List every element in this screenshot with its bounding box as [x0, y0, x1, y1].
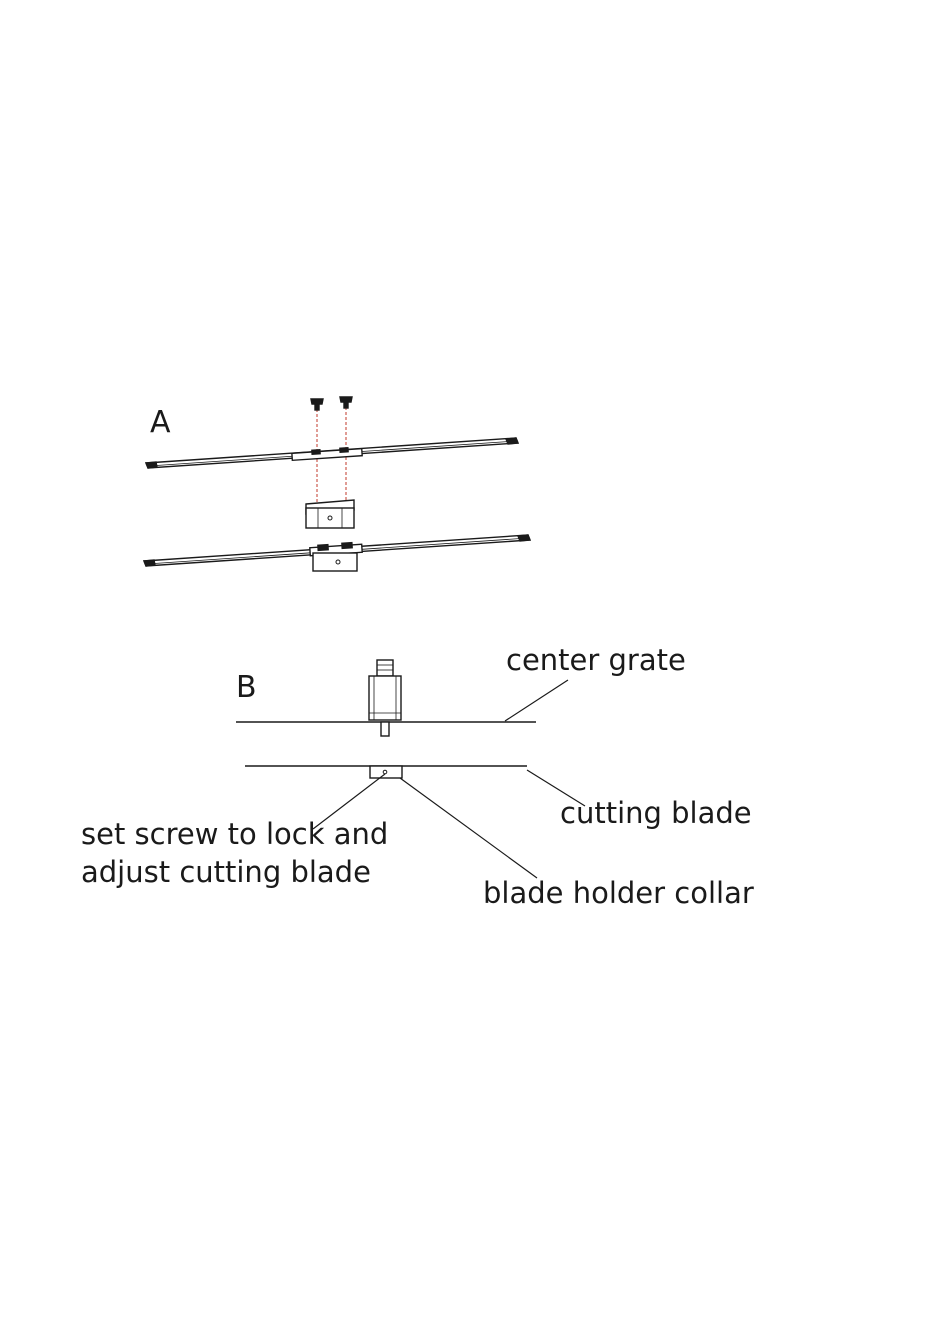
center-grate-label: center grate	[506, 645, 686, 677]
leader-center-grate	[505, 680, 568, 721]
figure-a-drawing	[144, 397, 530, 571]
set-screw-label-line2: adjust cutting blade	[81, 857, 371, 889]
figure-b-label: B	[236, 671, 257, 704]
collar-block	[306, 500, 354, 528]
leader-blade-holder-collar	[400, 778, 537, 878]
motor-icon	[369, 660, 401, 736]
figure-a-label: A	[150, 406, 171, 439]
blade-upper	[146, 438, 518, 468]
screw-right-icon	[340, 397, 352, 408]
screw-left-icon	[311, 399, 323, 410]
blade-holder-collar-icon	[370, 766, 402, 778]
blade-holder-collar-label: blade holder collar	[483, 878, 754, 910]
set-screw-label-line1: set screw to lock and	[81, 819, 388, 851]
blade-lower	[144, 535, 530, 571]
cutting-blade-label: cutting blade	[560, 798, 752, 830]
